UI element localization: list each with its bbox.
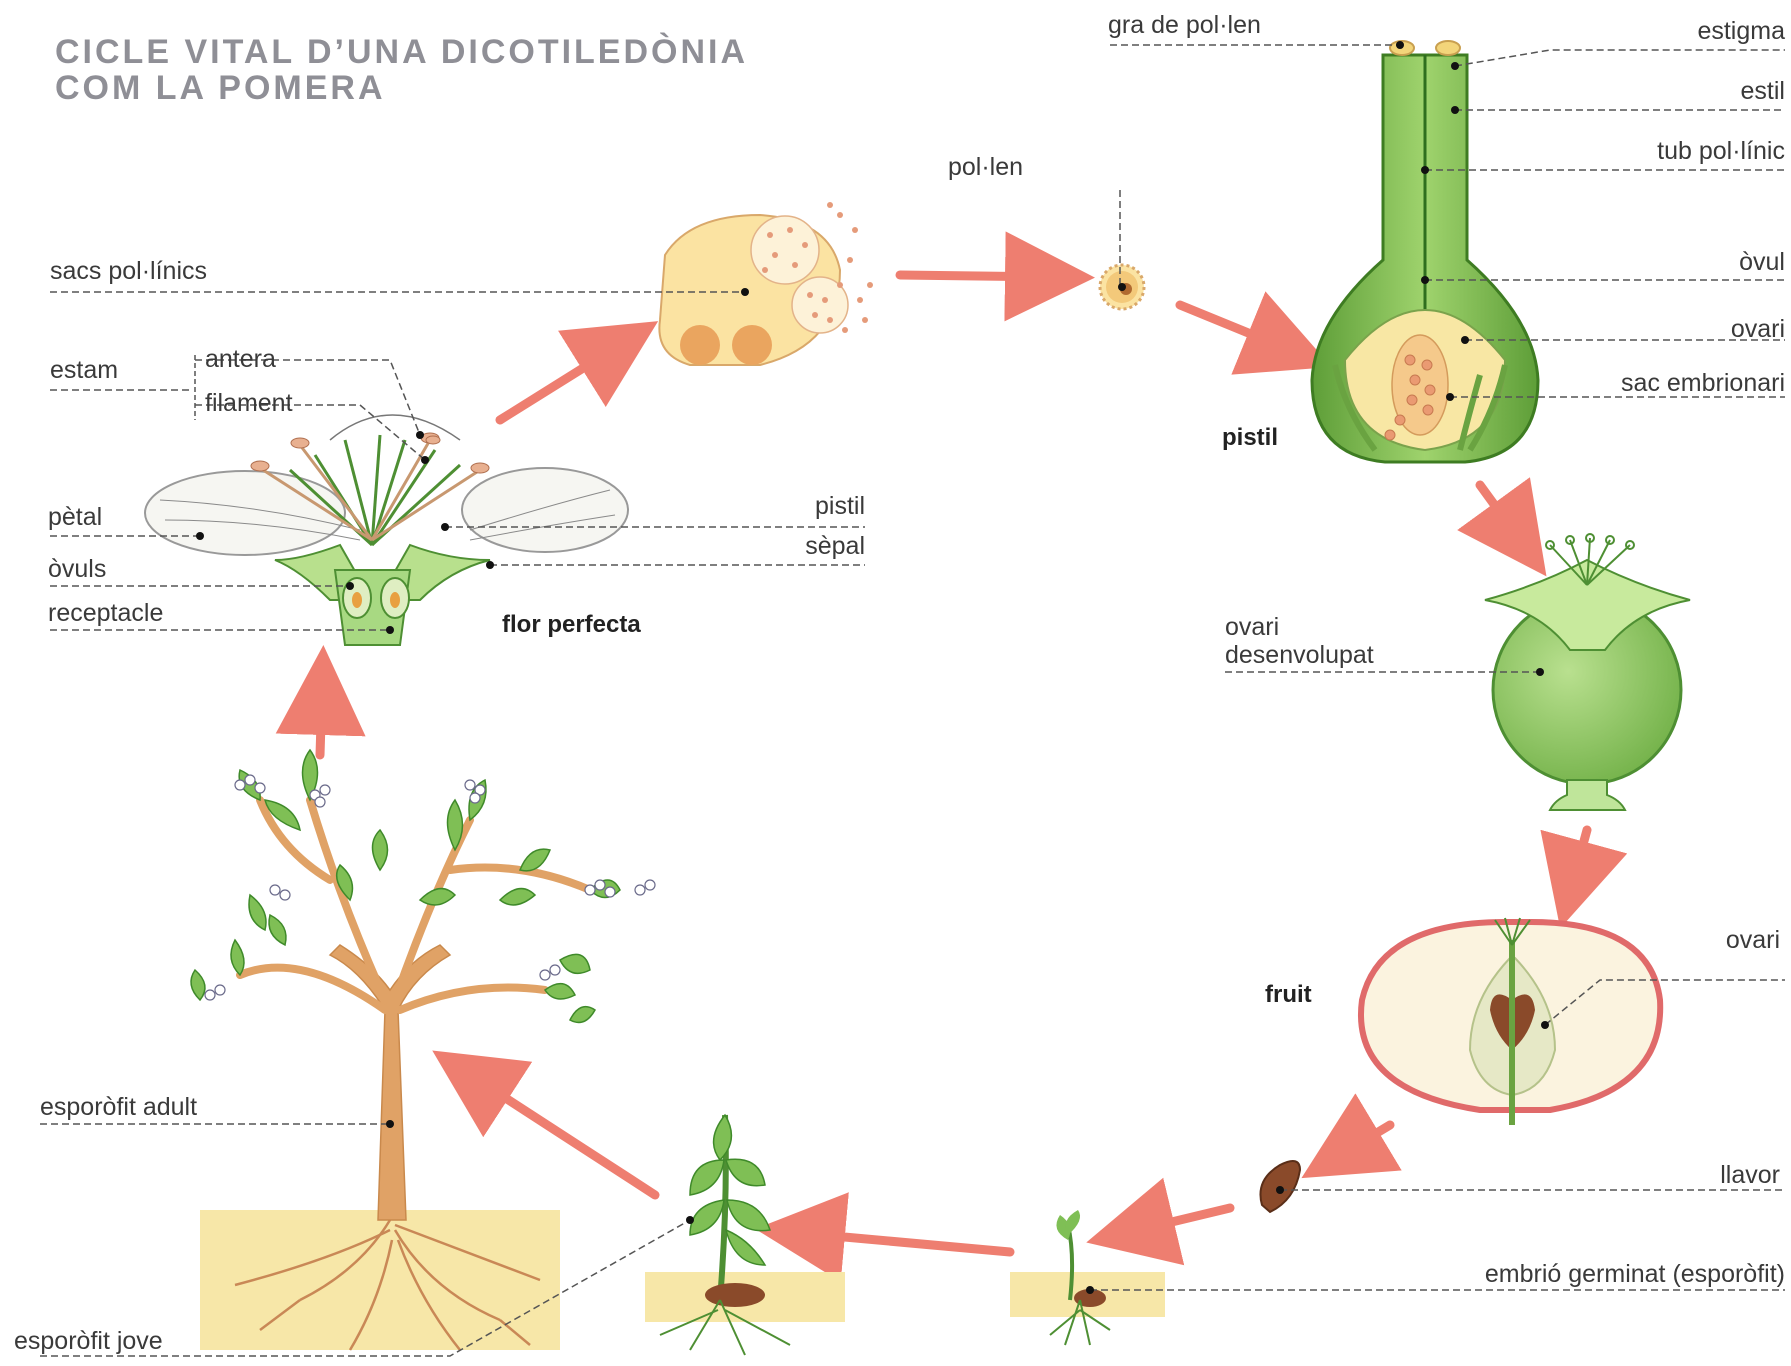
pistil-illustration <box>1312 41 1538 462</box>
label-ovari-fruit: ovari <box>1600 927 1780 953</box>
label-petal: pètal <box>48 504 102 530</box>
label-estigma: estigma <box>1560 18 1785 44</box>
arrow-flower-to-anther <box>500 345 620 420</box>
label-pistil-flower: pistil <box>700 493 865 519</box>
label-antera: antera <box>205 346 276 372</box>
label-sac-embrionari: sac embrionari <box>1520 370 1785 396</box>
label-tub-pollinic: tub pol·línic <box>1560 138 1785 164</box>
arrow-pollen-to-pistil <box>1180 305 1290 350</box>
title-line-2: COM LA POMERA <box>55 70 748 106</box>
label-ovuls: òvuls <box>48 556 106 582</box>
label-filament: filament <box>205 390 293 416</box>
arrow-seed-to-germinated <box>1130 1208 1230 1232</box>
label-ovul: òvul <box>1560 249 1785 275</box>
petal-right <box>462 468 628 552</box>
label-estil: estil <box>1560 78 1785 104</box>
arrow-adult-to-flower <box>320 690 322 755</box>
arrow-anther-to-pollen <box>900 275 1050 277</box>
label-sacs-pollinics: sacs pol·línics <box>50 258 207 284</box>
label-sepal: sèpal <box>700 533 865 559</box>
label-esporofit-adult: esporòfit adult <box>40 1094 197 1120</box>
label-ovari-desenvolupat-2: desenvolupat <box>1225 642 1374 668</box>
label-esporofit-jove: esporòfit jove <box>14 1328 163 1354</box>
title-line-1: CICLE VITAL D’UNA DICOTILEDÒNIA <box>55 34 748 70</box>
label-llavor: llavor <box>1600 1162 1780 1188</box>
label-gra-pollen: gra de pol·len <box>1108 12 1261 38</box>
arrow-pistil-to-ovary <box>1480 485 1520 540</box>
stage-label-fruit: fruit <box>1265 982 1312 1008</box>
label-embrio-germinat: embrió germinat (esporòfit) <box>1340 1261 1785 1287</box>
label-estam: estam <box>50 357 118 383</box>
stage-label-flower: flor perfecta <box>502 612 641 638</box>
petal-left <box>145 471 345 555</box>
diagram-title: CICLE VITAL D’UNA DICOTILEDÒNIA COM LA P… <box>55 34 748 106</box>
label-ovari-desenvolupat-1: ovari <box>1225 614 1279 640</box>
arrow-ovary-to-fruit <box>1572 830 1587 885</box>
label-ovari: ovari <box>1560 316 1785 342</box>
arrow-fruit-to-seed <box>1340 1125 1390 1155</box>
arrow-young-to-adult <box>470 1075 655 1195</box>
arrow-germinated-to-young <box>800 1233 1010 1252</box>
stage-label-pistil: pistil <box>1222 425 1278 451</box>
adult-tree-illustration <box>191 750 655 1350</box>
label-receptacle: receptacle <box>48 600 163 626</box>
anther-illustration <box>659 202 873 365</box>
label-pollen: pol·len <box>948 154 1023 180</box>
